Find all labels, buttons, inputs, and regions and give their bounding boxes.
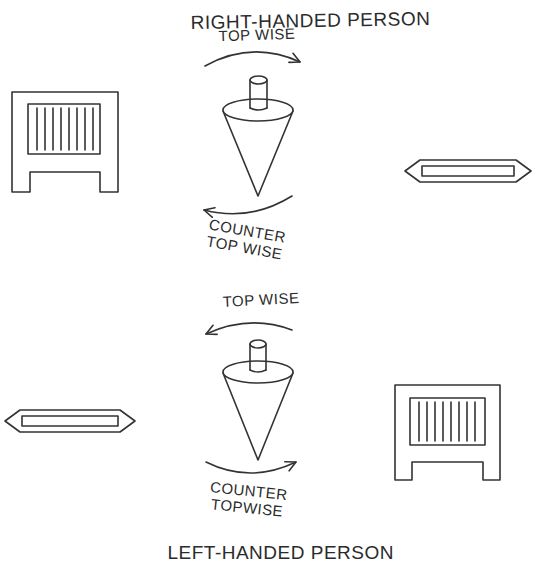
direction-label: TOP WISE xyxy=(217,25,296,45)
spinning-top xyxy=(223,76,293,196)
rotation-arrow xyxy=(204,196,292,214)
rotation-arrow xyxy=(205,52,300,66)
direction-label: TOP WISE xyxy=(221,289,300,310)
rotation-arrow xyxy=(206,462,296,473)
rotation-arrow xyxy=(206,323,292,334)
direction-label: COUNTER TOP WISE xyxy=(196,214,297,265)
direction-label: COUNTER TOPWISE xyxy=(198,477,297,521)
heater-symbol xyxy=(395,385,500,480)
heading-label: LEFT-HANDED PERSON xyxy=(167,542,395,564)
heater-symbol xyxy=(12,92,118,192)
spinning-top xyxy=(223,340,293,460)
flat-symbol xyxy=(405,160,531,182)
flat-symbol xyxy=(5,410,135,432)
